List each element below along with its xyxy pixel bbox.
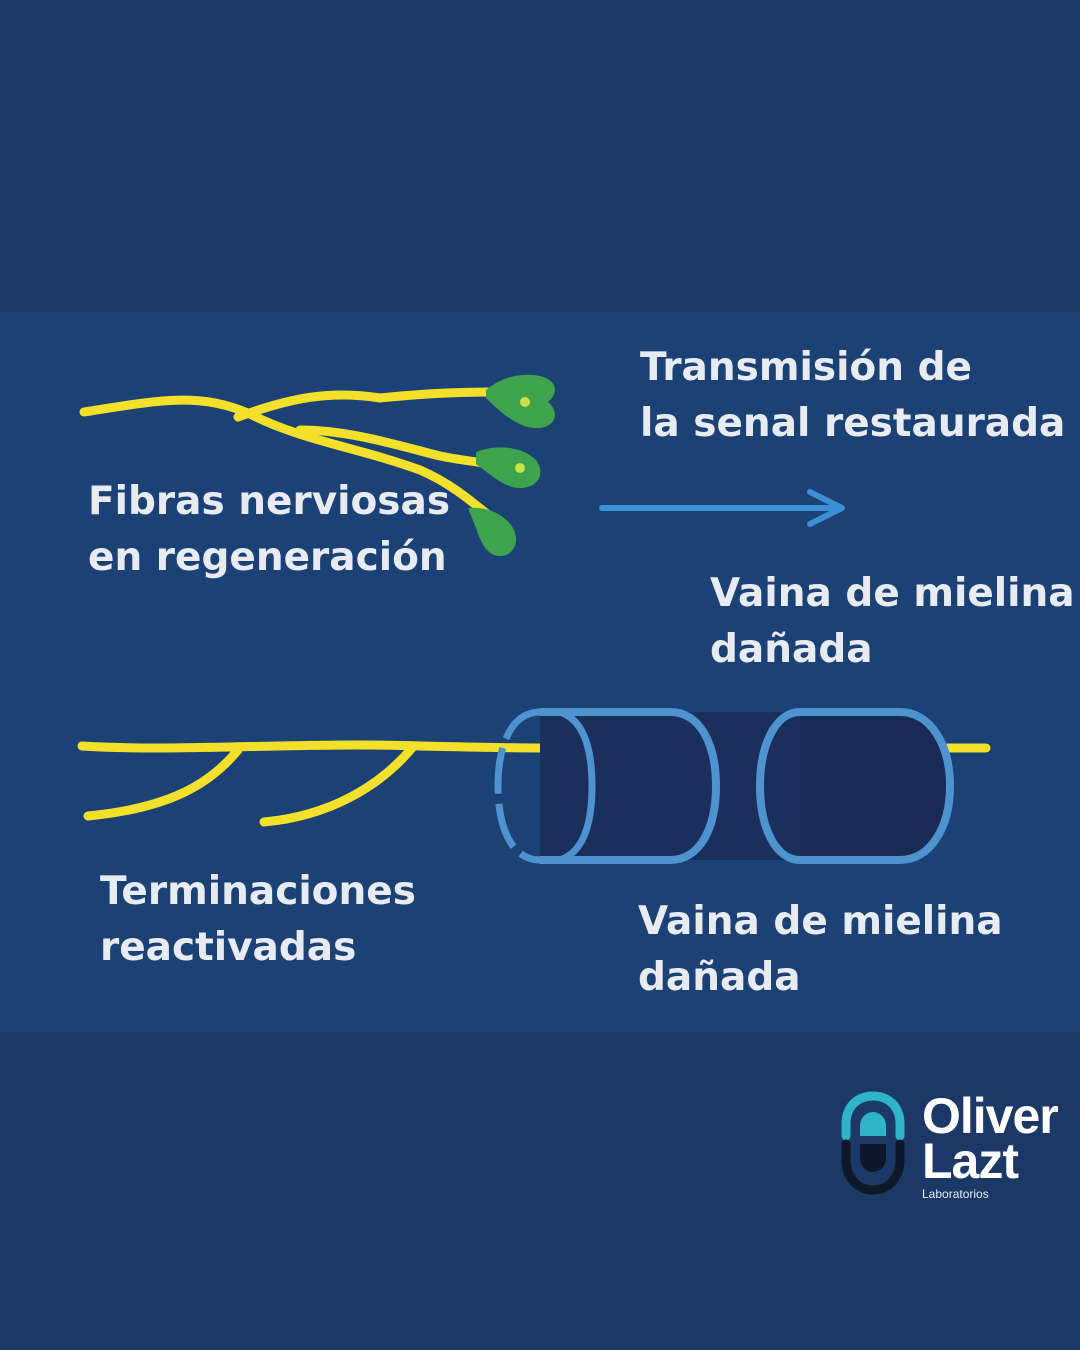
label-line: reactivadas bbox=[100, 925, 357, 970]
label-line: Fibras nerviosas bbox=[88, 479, 451, 524]
sheath-open-end bbox=[494, 708, 541, 864]
brand-logo: Oliver Lazt Laboratorios bbox=[838, 1090, 1068, 1202]
label-reactivated-endings: Terminaciones reactivadas bbox=[100, 864, 416, 976]
growth-cone-dot-mid bbox=[515, 463, 525, 473]
signal-arrow bbox=[599, 489, 845, 527]
growth-cone-mid bbox=[476, 447, 541, 488]
fiber-branch-mid bbox=[295, 425, 499, 469]
ending-branch-left bbox=[83, 745, 243, 821]
sheath-segment-2 bbox=[800, 708, 955, 864]
fiber-main bbox=[79, 395, 497, 523]
label-signal-restored: Transmisión de la senal restaurada bbox=[640, 340, 1065, 452]
brand-name: Oliver Lazt bbox=[922, 1088, 1059, 1189]
label-line: en regeneración bbox=[88, 535, 447, 580]
myelin-sheath bbox=[494, 708, 955, 864]
growth-cone-low bbox=[468, 507, 517, 556]
sheath-overlap bbox=[755, 708, 801, 864]
capsule-icon bbox=[841, 1091, 905, 1195]
growth-cone-dot-top bbox=[520, 397, 530, 407]
brand-name-line: Lazt bbox=[922, 1133, 1019, 1189]
label-line: dañada bbox=[710, 627, 873, 672]
growth-cones bbox=[468, 374, 555, 556]
ending-branch-right bbox=[259, 743, 417, 827]
label-myelin-upper: Vaina de mielina dañada bbox=[710, 566, 1075, 678]
sheath-segment-1 bbox=[540, 708, 721, 864]
label-line: la senal restaurada bbox=[640, 401, 1066, 446]
label-line: Vaina de mielina bbox=[710, 571, 1075, 616]
label-line: Terminaciones bbox=[100, 869, 416, 914]
brand-tagline: Laboratorios bbox=[922, 1187, 989, 1201]
label-line: Transmisión de bbox=[640, 345, 972, 390]
label-line: Vaina de mielina bbox=[638, 899, 1003, 944]
fiber-branch-top bbox=[233, 387, 503, 422]
brand-name-line: Oliver bbox=[922, 1088, 1059, 1144]
sheath-inner-rim bbox=[558, 708, 596, 864]
label-regenerating-fibers: Fibras nerviosas en regeneración bbox=[88, 474, 450, 586]
label-line: dañada bbox=[638, 955, 801, 1000]
label-myelin-lower: Vaina de mielina dañada bbox=[638, 894, 1003, 1006]
diagram-panel bbox=[0, 312, 1080, 1032]
axon-main bbox=[77, 740, 547, 753]
regenerating-fibers bbox=[79, 387, 503, 523]
